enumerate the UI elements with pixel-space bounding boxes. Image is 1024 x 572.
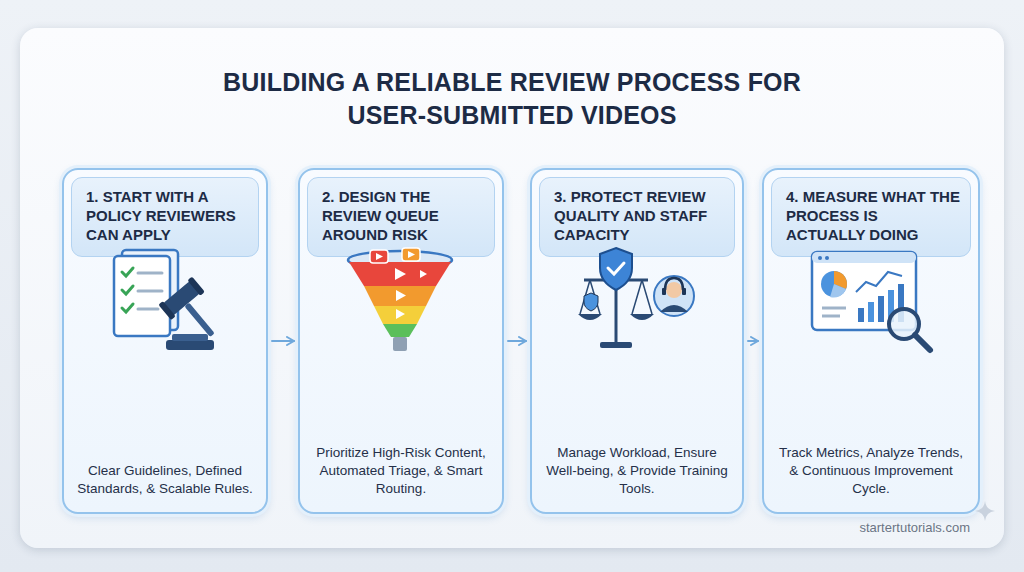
- funnel-icon-part: [374, 306, 426, 324]
- policy-icon-part: [138, 272, 162, 275]
- step-description: Track Metrics, Analyze Trends, & Continu…: [774, 444, 968, 498]
- funnel-icon-part: [396, 290, 406, 301]
- funnel-icon-part: [393, 337, 407, 351]
- policy-icon-part: [122, 268, 133, 276]
- sparkle-mark: [974, 500, 996, 522]
- policy-icon-part: [138, 290, 162, 293]
- step-box: 3. PROTECT REVIEW QUALITY AND STAFF CAPA…: [530, 168, 744, 514]
- funnel-icon-part: [408, 251, 415, 258]
- quality-icon-part: [665, 278, 683, 290]
- quality-icon-part: [608, 263, 624, 274]
- step-heading: 1. START WITH A POLICY REVIEWERS CAN APP…: [71, 177, 259, 257]
- step-description: Clear Guidelines, Defined Standards, & S…: [74, 462, 256, 498]
- policy-icon-part: [158, 277, 224, 350]
- funnel-icon: [340, 240, 460, 356]
- step-box: 1. START WITH A POLICY REVIEWERS CAN APP…: [62, 168, 268, 514]
- policy-icon-part-part: [158, 301, 175, 320]
- step-box: 4. MEASURE WHAT THE PROCESS IS ACTUALLY …: [762, 168, 980, 514]
- step-heading: 2. DESIGN THE REVIEW QUEUE AROUND RISK: [307, 177, 495, 257]
- quality-icon-part: [660, 305, 688, 312]
- policy-icon-part: [166, 340, 214, 350]
- quality-icon-part: [654, 276, 694, 316]
- metrics-icon-part: [878, 296, 884, 322]
- flow-arrow: [508, 340, 526, 342]
- metrics-icon-part: [821, 271, 847, 297]
- policy-icon-part-part: [184, 303, 214, 337]
- quality-icon: [576, 244, 700, 356]
- quality-icon-part: [632, 280, 642, 314]
- quality-icon-part: [682, 288, 686, 295]
- metrics-icon-part: [915, 335, 930, 350]
- watermark-text: startertutorials.com: [820, 520, 970, 535]
- step-description: Prioritize High-Risk Content, Automated …: [310, 444, 492, 498]
- step-heading: 4. MEASURE WHAT THE PROCESS IS ACTUALLY …: [771, 177, 971, 257]
- funnel-icon-part: [376, 253, 383, 260]
- policy-icon-part-part: [187, 277, 204, 296]
- funnel-icon-part: [395, 268, 406, 280]
- metrics-icon-part: [868, 302, 874, 322]
- flow-arrow: [748, 340, 758, 342]
- funnel-icon-part: [370, 250, 388, 263]
- diagram-title: BUILDING A RELIABLE REVIEW PROCESS FOR U…: [212, 66, 812, 132]
- metrics-icon-part: [812, 252, 916, 263]
- quality-icon-part: [666, 282, 682, 298]
- metrics-icon-part: [822, 315, 840, 318]
- funnel-icon-part: [402, 248, 420, 261]
- policy-icon-part: [122, 286, 133, 294]
- policy-icon-part: [138, 308, 158, 311]
- funnel-icon-part: [349, 262, 451, 286]
- flow-arrow: [272, 340, 294, 342]
- metrics-icon-part: [830, 284, 846, 298]
- funnel-icon-part: [420, 270, 427, 278]
- metrics-icon-part: [825, 256, 829, 260]
- policy-icon-part: [114, 256, 170, 336]
- quality-icon-part: [600, 342, 632, 348]
- funnel-icon-part: [364, 286, 436, 306]
- quality-icon-part: [578, 314, 602, 320]
- policy-icon-part: [122, 304, 133, 312]
- sparkle-mark-part: [975, 501, 995, 521]
- quality-icon-part: [584, 293, 598, 311]
- policy-icon: [104, 244, 224, 356]
- policy-icon-part: [172, 334, 208, 341]
- metrics-icon: [808, 244, 936, 356]
- quality-icon-part: [630, 314, 654, 320]
- step-heading: 3. PROTECT REVIEW QUALITY AND STAFF CAPA…: [539, 177, 735, 257]
- quality-icon-part: [662, 288, 666, 295]
- metrics-icon-part: [818, 256, 822, 260]
- quality-icon-part: [642, 280, 652, 314]
- funnel-icon-part: [396, 309, 405, 319]
- quality-icon-part: [600, 248, 632, 290]
- metrics-icon-part: [856, 272, 902, 292]
- metrics-icon-part: [858, 308, 864, 322]
- step-description: Manage Workload, Ensure Well-being, & Pr…: [542, 444, 732, 498]
- funnel-icon-part: [383, 324, 417, 337]
- metrics-icon-part: [822, 307, 846, 310]
